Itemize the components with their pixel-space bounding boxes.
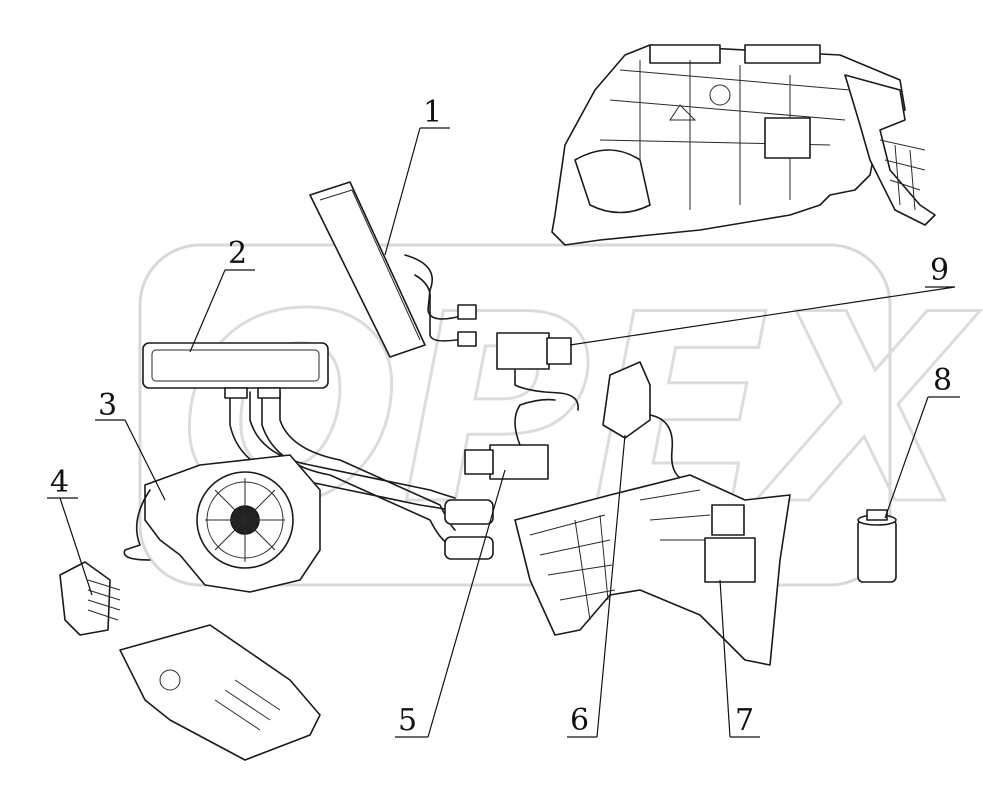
callout-3: 3	[98, 388, 117, 423]
leader-1	[384, 127, 450, 256]
actuator-5-body	[489, 444, 549, 480]
leader-8	[884, 396, 960, 519]
evaporator-fitting-2	[444, 536, 494, 560]
callout-7: 7	[735, 703, 754, 738]
heater-core-part-1	[309, 181, 477, 358]
actuator-7-body	[704, 537, 756, 583]
callout-9: 9	[930, 253, 949, 288]
actuator-part-9	[496, 332, 579, 411]
housing-actuator	[764, 117, 811, 159]
heater-core-edge	[319, 189, 421, 341]
callout-5: 5	[398, 703, 417, 738]
resistor-part-4	[59, 561, 121, 636]
cover-hole	[159, 669, 181, 691]
evaporator-port-1	[224, 387, 248, 399]
resistor-fins	[87, 579, 121, 621]
housing-duct-ribs	[879, 139, 926, 211]
sensor-8-connector	[866, 509, 888, 521]
housing-vent-1	[649, 44, 721, 64]
evaporator-pipe-2	[261, 391, 451, 546]
leader-4	[47, 497, 93, 596]
housing-outline	[551, 44, 906, 246]
actuator-9-wire	[514, 369, 579, 411]
resistor-body	[59, 561, 111, 636]
housing-ribs	[599, 60, 851, 210]
heater-pipe-1	[404, 254, 466, 320]
heater-fitting-1	[457, 304, 477, 320]
leader-5	[395, 469, 506, 738]
actuator-7-bracket	[711, 504, 745, 536]
evaporator-fitting-1	[444, 499, 494, 525]
callout-4: 4	[50, 465, 69, 500]
actuator-6-wire	[649, 414, 681, 479]
heater-fitting-2	[457, 331, 477, 347]
blower-wire	[123, 489, 151, 561]
housing-port	[709, 84, 731, 106]
evaporator-pipe-1b	[249, 391, 456, 499]
actuator-part-7	[704, 504, 756, 583]
housing-arrow-mark	[669, 104, 697, 121]
actuator-5-bracket	[464, 449, 494, 475]
actuator-6-body	[602, 361, 651, 439]
leader-7	[719, 579, 760, 738]
actuator-5-wire	[514, 398, 556, 446]
actuator-part-6	[602, 361, 681, 479]
housing-lever	[574, 149, 651, 214]
callout-2: 2	[228, 236, 247, 271]
evaporator-core	[151, 349, 320, 382]
blower-blades	[205, 478, 285, 562]
callout-8: 8	[933, 363, 952, 398]
cover-body	[119, 624, 321, 761]
sensor-8-body	[857, 519, 897, 583]
leader-2	[189, 269, 255, 353]
leader-lines	[47, 127, 960, 738]
heater-core-body	[309, 181, 426, 358]
hvac-housing	[551, 44, 936, 246]
heater-pipe-2	[414, 274, 469, 342]
evaporator-port-2	[257, 387, 281, 399]
cover-ribs	[214, 679, 281, 731]
sensor-part-8	[857, 509, 897, 583]
leader-3	[95, 419, 166, 501]
actuator-9-bracket	[546, 337, 572, 365]
actuator-part-5	[464, 398, 556, 480]
housing-vent-2	[744, 44, 821, 64]
callout-1: 1	[423, 95, 442, 130]
housing-duct-right	[844, 74, 936, 226]
actuator-9-body	[496, 332, 550, 370]
callout-labels: 1 2 3 4 5 6 7 8 9	[50, 95, 952, 738]
callout-6: 6	[570, 703, 589, 738]
watermark-frame	[138, 243, 892, 587]
blower-fan-part-3	[123, 454, 321, 593]
lower-cover	[119, 624, 321, 761]
duct-grid	[529, 514, 616, 621]
leader-6	[567, 434, 626, 738]
leader-9	[569, 286, 956, 346]
